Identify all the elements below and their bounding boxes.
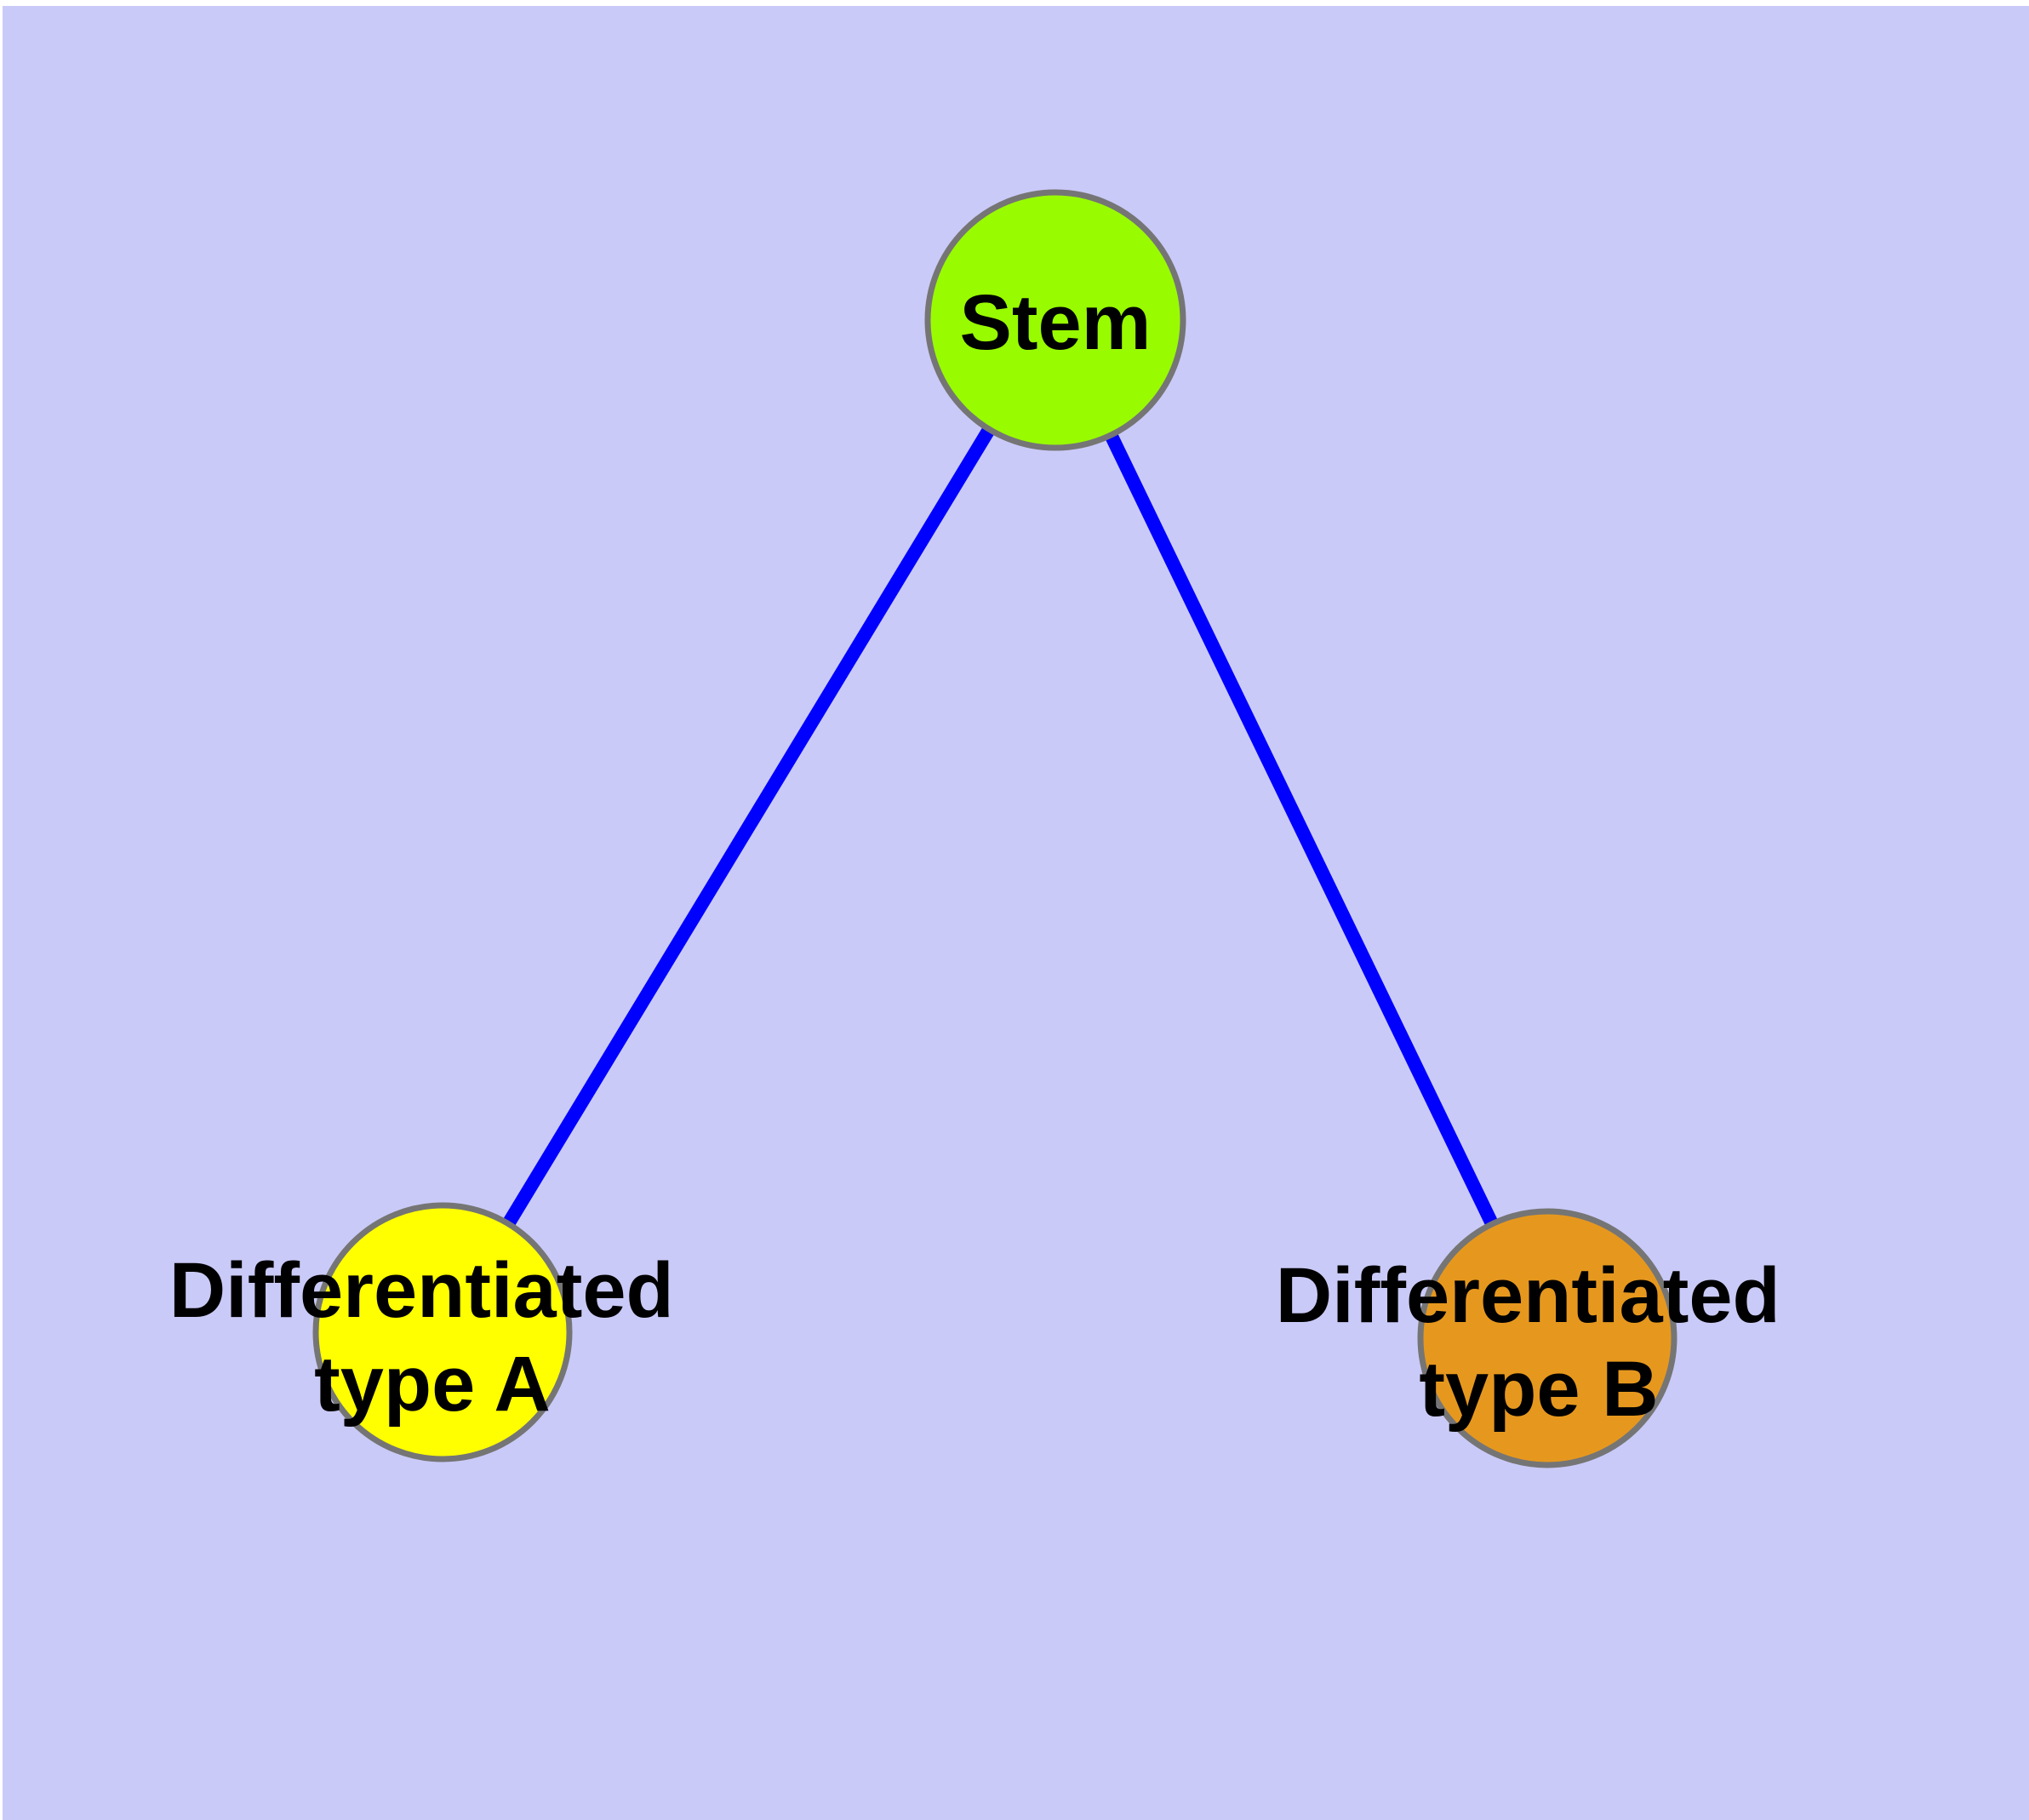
node-differentiated-type-a [312, 1202, 573, 1462]
node-label-type-a-line1: Differentiated [169, 1247, 674, 1334]
node-label-differentiated-type-a: Differentiated type A [169, 1247, 696, 1428]
node-label-differentiated-type-b: Differentiated type B [1276, 1252, 1803, 1433]
node-differentiated-type-b [1417, 1208, 1677, 1468]
node-label-type-b-line2: type B [1419, 1346, 1658, 1433]
node-label-type-a-line2: type A [314, 1341, 551, 1428]
node-label-type-b-line1: Differentiated [1276, 1252, 1780, 1339]
node-label-stem: Stem [960, 279, 1152, 366]
edge-stem-to-type-b [1049, 317, 1554, 1342]
edge-stem-to-type-a [437, 316, 1061, 1336]
node-stem [924, 189, 1186, 451]
